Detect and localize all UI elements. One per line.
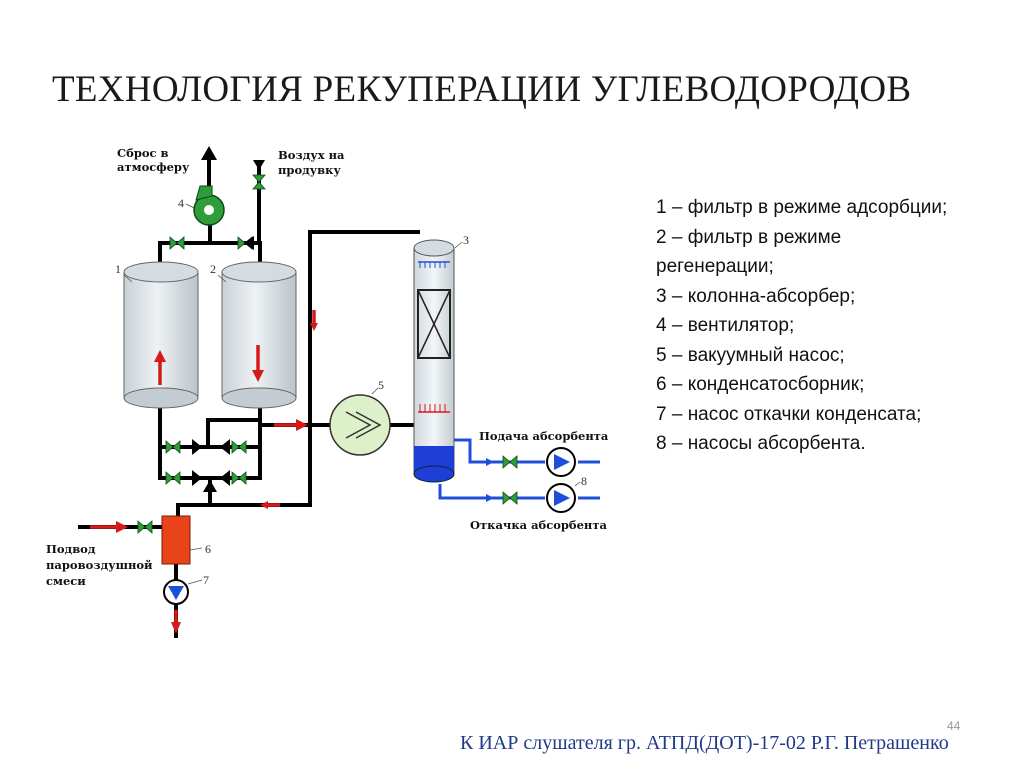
page-number: 44 <box>947 719 961 733</box>
legend: 1 – фильтр в режиме адсорбции; 2 – фильт… <box>656 193 1016 459</box>
air-purge-label: продувку <box>278 163 341 177</box>
callout-3: 3 <box>463 233 469 247</box>
valves <box>137 174 518 534</box>
footer-text: К ИАР слушателя гр. АТПД(ДОТ)-17-02 Р.Г.… <box>460 732 949 754</box>
slide-title: ТЕХНОЛОГИЯ РЕКУПЕРАЦИИ УГЛЕВОДОРОДОВ <box>52 69 912 110</box>
exhaust-label: Сброс в <box>117 146 169 160</box>
callout-7: 7 <box>203 573 209 587</box>
valve-icon <box>252 174 266 190</box>
condensate-pump-icon <box>163 579 189 605</box>
legend-item: 1 – фильтр в режиме адсорбции; <box>656 197 948 218</box>
legend-item: 5 – вакуумный насос; <box>656 344 845 366</box>
legend-item: 3 – колонна-абсорбер; <box>656 285 856 307</box>
diagram-labels: Сброс в атмосферу Воздух на продувку Под… <box>46 146 609 588</box>
callout-5: 5 <box>378 378 384 392</box>
red-flow-arrows <box>90 310 318 634</box>
absorbent-pipes <box>438 438 600 500</box>
legend-item: 7 – насос откачки конденсата; <box>656 403 922 425</box>
absorbent-supply-label: Подача абсорбента <box>479 429 609 443</box>
legend-item: 6 – конденсатосборник; <box>656 374 865 395</box>
filter-vessel-2 <box>221 261 297 409</box>
condensate-collector <box>161 515 191 565</box>
callout-8: 8 <box>581 474 587 488</box>
callout-1: 1 <box>115 262 121 276</box>
black-flow-arrows <box>192 146 265 492</box>
valve-icon <box>169 236 185 250</box>
blue-flow-arrows <box>486 458 494 502</box>
legend-item: 8 – насосы абсорбента. <box>656 433 866 454</box>
valve-icon <box>137 520 153 534</box>
legend-item: 4 – вентилятор; <box>656 315 795 336</box>
air-purge-label: Воздух на <box>278 148 345 162</box>
filter-vessel-1 <box>123 261 199 409</box>
absorbent-pump-discharge-icon <box>546 483 576 513</box>
vacuum-pump-icon <box>329 394 391 456</box>
absorbent-pump-supply-icon <box>546 447 576 477</box>
valve-icon <box>231 471 247 485</box>
inlet-label: паровоздушной <box>46 558 153 572</box>
valve-icon <box>165 440 181 454</box>
exhaust-label: атмосферу <box>117 160 190 174</box>
legend-item: 2 – фильтр в режиме регенерации; <box>656 226 842 278</box>
callout-2: 2 <box>210 262 216 276</box>
valve-icon <box>502 491 518 505</box>
callout-4: 4 <box>178 196 184 210</box>
fan-icon <box>193 185 225 226</box>
callouts: 1 2 3 4 5 6 7 8 <box>115 196 587 587</box>
callout-6: 6 <box>205 542 211 556</box>
valve-icon <box>231 440 247 454</box>
absorber-column <box>413 239 455 483</box>
absorbent-discharge-label: Откачка абсорбента <box>470 518 607 532</box>
inlet-label: Подвод <box>46 542 96 556</box>
valve-icon <box>165 471 181 485</box>
valve-icon <box>502 455 518 469</box>
inlet-label: смеси <box>46 574 86 588</box>
